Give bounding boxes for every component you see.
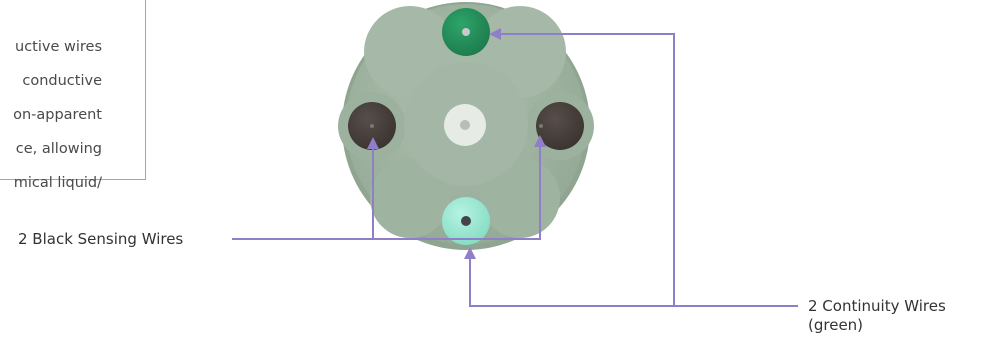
strand-core-icon bbox=[370, 124, 374, 128]
description-text: uctive wires conductive on-apparent ce, … bbox=[0, 22, 102, 209]
leader-green-bottom bbox=[469, 252, 674, 307]
black-sensing-wire-right bbox=[536, 102, 584, 150]
green-continuity-wire-top bbox=[442, 8, 490, 56]
leader-arrowheads bbox=[367, 28, 546, 259]
description-line: on-apparent bbox=[13, 107, 102, 123]
description-line: conductive bbox=[22, 73, 102, 89]
arrow-head bbox=[464, 247, 476, 259]
arrow-head bbox=[489, 28, 501, 40]
strand-core-icon bbox=[539, 124, 543, 128]
description-line: mical liquid/ bbox=[13, 175, 102, 191]
center-wire bbox=[444, 104, 486, 146]
label-continuity-wires: 2 Continuity Wires (green) bbox=[808, 297, 946, 334]
black-sensing-wire-left bbox=[348, 102, 396, 150]
strand-core-icon bbox=[461, 216, 471, 226]
strand-core-icon bbox=[460, 120, 470, 130]
description-line: ce, allowing bbox=[15, 141, 102, 157]
strand-core-icon bbox=[462, 28, 470, 36]
description-line: uctive wires bbox=[15, 39, 102, 55]
arrow-head bbox=[534, 135, 546, 147]
leader-green-top bbox=[494, 33, 798, 307]
arrow-head bbox=[367, 137, 379, 149]
description-callout-box: uctive wires conductive on-apparent ce, … bbox=[0, 0, 146, 191]
label-black-sensing-wires: 2 Black Sensing Wires bbox=[18, 230, 184, 248]
green-continuity-wire-bottom bbox=[442, 197, 490, 245]
leader-lines bbox=[232, 33, 798, 307]
leader-black-right bbox=[232, 140, 541, 240]
